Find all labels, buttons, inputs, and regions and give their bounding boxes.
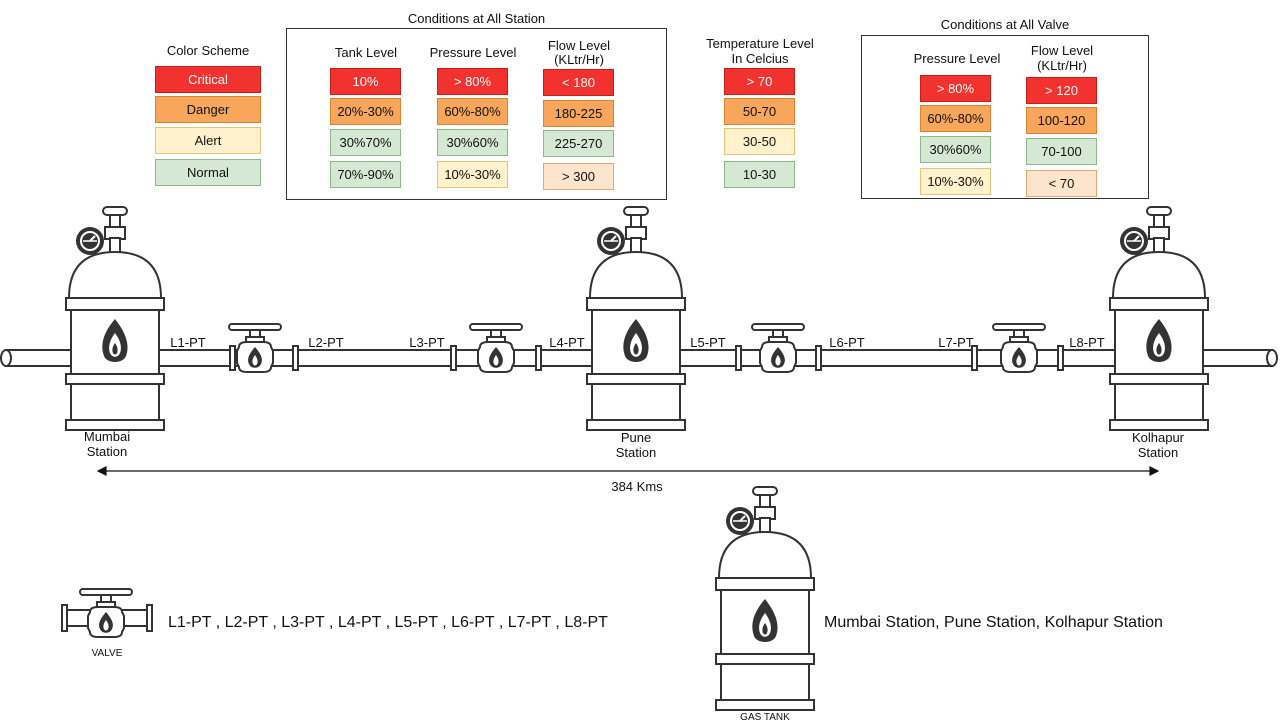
valve-caption: VALVE — [91, 648, 123, 659]
pune-gas-tank-icon — [586, 206, 686, 431]
pipe-label-l6: L6-PT — [829, 335, 865, 350]
pipe-label-l7: L7-PT — [938, 335, 974, 350]
gas-tank-caption: GAS TANK — [740, 712, 790, 723]
valve-flow-alert: < 70 — [1026, 170, 1097, 197]
mumbai-station-line2: Station — [86, 444, 128, 459]
tank-level-danger: 20%-30% — [330, 98, 401, 125]
color-scheme-critical: Critical — [155, 66, 261, 93]
mumbai-station-line1: Mumbai — [83, 429, 131, 444]
valve-pressure-critical: > 80% — [920, 75, 991, 102]
valve-flow-critical: > 120 — [1026, 77, 1097, 104]
valve-3-icon — [751, 323, 805, 373]
pressure-level-critical: > 80% — [437, 68, 508, 95]
pipe-label-l2: L2-PT — [308, 335, 344, 350]
valve-pressure-danger: 60%-80% — [920, 105, 991, 132]
mumbai-station-label: Mumbai Station — [65, 429, 149, 459]
pune-station-line1: Pune — [620, 430, 652, 445]
tank-level-header: Tank Level — [334, 45, 398, 60]
pipe-mumbai-pune — [147, 345, 599, 371]
pune-station-line2: Station — [615, 445, 657, 460]
valve-pressure-alert: 10%-30% — [920, 168, 991, 195]
flow-level-danger: 180-225 — [543, 100, 614, 127]
valve-pressure-normal: 30%60% — [920, 136, 991, 163]
pipe-right-stub — [1195, 349, 1278, 367]
valve-flow-normal: 70-100 — [1026, 138, 1097, 165]
pressure-level-normal: 30%60% — [437, 129, 508, 156]
valve-conditions-frame — [861, 35, 1149, 199]
tank-level-critical: 10% — [330, 68, 401, 95]
pune-station-label: Pune Station — [594, 430, 678, 460]
pipe-label-l3: L3-PT — [409, 335, 445, 350]
color-scheme-alert: Alert — [155, 127, 261, 154]
valve-list: L1-PT , L2-PT , L3-PT , L4-PT , L5-PT , … — [168, 614, 608, 631]
kolhapur-station-label: Kolhapur Station — [1116, 430, 1200, 460]
pipe-label-l5: L5-PT — [690, 335, 726, 350]
kolhapur-gas-tank-icon — [1109, 206, 1209, 431]
station-conditions-frame — [286, 28, 667, 200]
pipe-pune-kolhapur — [669, 345, 1125, 371]
temperature-unit: In Celcius — [731, 51, 789, 66]
flow-level-header: Flow Level — [547, 38, 611, 53]
tank-level-normal-1: 30%70% — [330, 129, 401, 156]
pressure-level-alert: 10%-30% — [437, 161, 508, 188]
valve-flow-unit: (KLtr/Hr) — [1037, 58, 1087, 73]
temperature-critical: > 70 — [724, 68, 795, 95]
flow-level-normal: 225-270 — [543, 130, 614, 157]
temperature-danger: 50-70 — [724, 98, 795, 125]
pipe-label-l4: L4-PT — [549, 335, 585, 350]
valve-conditions-title: Conditions at All Valve — [940, 17, 1070, 32]
legend-valve-icon — [61, 588, 153, 638]
pressure-level-danger: 60%-80% — [437, 98, 508, 125]
flow-level-critical: < 180 — [543, 69, 614, 96]
pressure-level-header: Pressure Level — [429, 45, 517, 60]
pipe-label-l8: L8-PT — [1069, 335, 1105, 350]
flow-level-alert: > 300 — [543, 163, 614, 190]
pipe-label-l1: L1-PT — [170, 335, 206, 350]
valve-flow-danger: 100-120 — [1026, 107, 1097, 134]
valve-1-icon — [228, 323, 282, 373]
pipe-left-stub — [0, 349, 79, 367]
valve-flow-header: Flow Level — [1030, 43, 1094, 58]
temperature-normal: 10-30 — [724, 161, 795, 188]
mumbai-gas-tank-icon — [65, 206, 165, 431]
temperature-header: Temperature Level — [706, 36, 814, 51]
kolhapur-station-line2: Station — [1137, 445, 1179, 460]
distance-arrow — [96, 466, 1160, 476]
flow-level-unit: (KLtr/Hr) — [554, 52, 604, 67]
station-conditions-title: Conditions at All Station — [407, 11, 546, 26]
valve-pressure-header: Pressure Level — [913, 51, 1001, 66]
tank-level-normal-2: 70%-90% — [330, 161, 401, 188]
temperature-alert: 30-50 — [724, 128, 795, 155]
color-scheme-normal: Normal — [155, 159, 261, 186]
legend-gas-tank-icon — [715, 486, 815, 711]
kolhapur-station-line1: Kolhapur — [1131, 430, 1185, 445]
valve-4-icon — [992, 323, 1046, 373]
color-scheme-title: Color Scheme — [166, 43, 250, 58]
distance-label: 384 Kms — [611, 479, 663, 494]
valve-2-icon — [469, 323, 523, 373]
color-scheme-danger: Danger — [155, 96, 261, 123]
gas-tank-list: Mumbai Station, Pune Station, Kolhapur S… — [824, 614, 1163, 631]
